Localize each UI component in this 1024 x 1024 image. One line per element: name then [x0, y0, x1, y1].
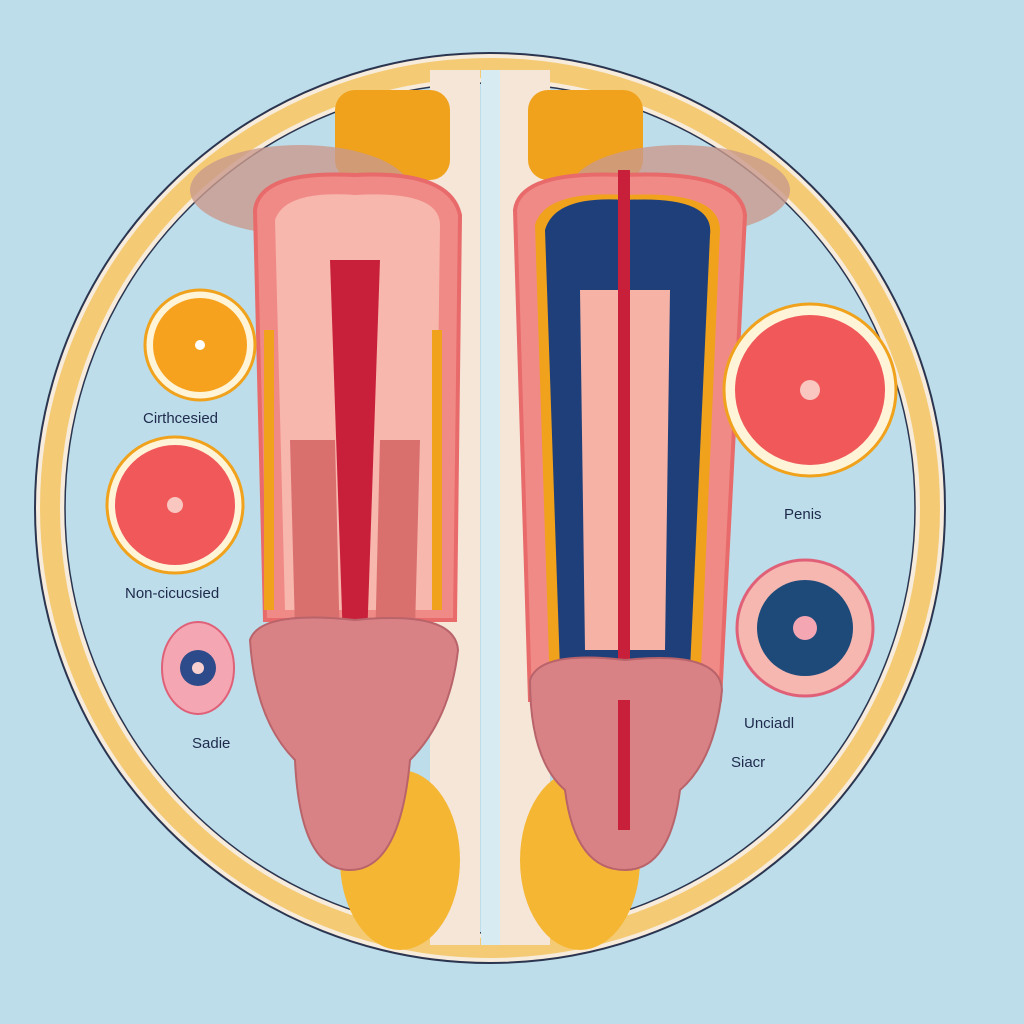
orange-slice-icon — [143, 288, 257, 402]
blue-cross-section-icon — [735, 558, 875, 698]
left-cross-section — [248, 172, 463, 872]
center-divider — [481, 70, 500, 945]
gold-ring — [40, 58, 940, 958]
label-left-top: Cirthcesied — [143, 410, 219, 427]
grapefruit-slice-icon — [105, 435, 245, 575]
cross-section-small-icon — [161, 621, 235, 715]
right-cross-section — [512, 170, 748, 872]
label-right-middle: Unciadl — [744, 715, 795, 732]
label-left-bottom: Sadie — [192, 735, 231, 752]
label-left-middle: Non-cicucsied — [125, 585, 220, 602]
grapefruit-slice-right-icon — [722, 302, 898, 478]
label-right-top: Penis — [784, 506, 822, 523]
label-right-bottom: Siacr — [731, 754, 766, 771]
